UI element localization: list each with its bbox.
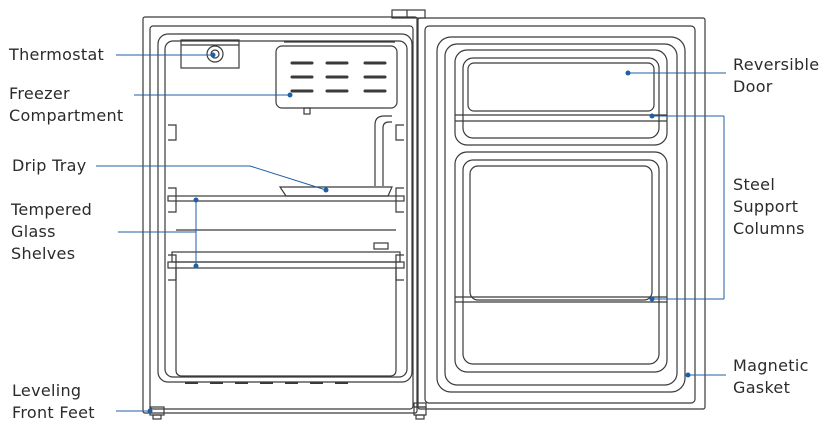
label-freezer-line-1: Freezer (9, 84, 70, 103)
label-gasket-line-1: Magnetic (733, 356, 809, 375)
drip-tray-shape (278, 186, 393, 197)
thermostat-knob (206, 45, 224, 63)
label-columns-line-1: Steel (733, 175, 776, 194)
label-drip-tray-line: Drip Tray (12, 156, 87, 175)
label-gasket-line-2: Gasket (733, 378, 791, 397)
cabinet-liner-inner (164, 40, 408, 378)
door-panel (436, 36, 686, 393)
cabinet-outer (142, 16, 418, 414)
cabinet-rim (149, 25, 414, 410)
label-leveling-front-feet: Leveling Front Feet (12, 380, 95, 424)
door-outer (417, 17, 706, 410)
label-freezer-line-2: Compartment (9, 106, 124, 125)
label-magnetic-gasket: Magnetic Gasket (733, 355, 809, 399)
door-dot (625, 70, 631, 76)
label-reversible-door: Reversible Door (733, 54, 819, 98)
gasket-dot (685, 372, 691, 378)
label-feet-line-1: Leveling (12, 381, 82, 400)
thermostat-housing (180, 39, 240, 69)
label-drip-tray: Drip Tray (12, 155, 87, 177)
label-thermostat-line: Thermostat (9, 45, 105, 64)
shelf-dot-upper (193, 197, 199, 203)
top-hinge (391, 9, 426, 19)
freezer-box (275, 45, 398, 109)
label-columns-line-3: Columns (733, 219, 805, 238)
drip-tray-dot (323, 187, 329, 193)
shelf-dot-lower (193, 263, 199, 269)
label-shelves-line-2: Glass (11, 222, 56, 241)
label-thermostat: Thermostat (9, 44, 104, 66)
column-dot-lower (649, 296, 655, 302)
label-door-line-1: Reversible (733, 55, 820, 74)
feet-dot (147, 408, 153, 414)
label-tempered-glass-shelves: Tempered Glass Shelves (11, 199, 92, 265)
front-foot-right (413, 406, 427, 416)
label-steel-support-columns: Steel Support Columns (733, 174, 805, 240)
label-columns-line-2: Support (733, 197, 799, 216)
thermostat-dot (210, 52, 216, 58)
door-bin-lower (454, 151, 668, 373)
label-door-line-2: Door (733, 77, 773, 96)
door-rim (424, 25, 696, 404)
freezer-dot (287, 92, 293, 98)
glass-shelf-lower (167, 261, 405, 269)
label-shelves-line-1: Tempered (11, 200, 93, 219)
label-shelves-line-3: Shelves (11, 244, 76, 263)
door-bin-upper (454, 49, 668, 146)
label-feet-line-2: Front Feet (12, 403, 95, 422)
glass-shelf-upper (167, 195, 405, 202)
label-freezer-compartment: Freezer Compartment (9, 83, 124, 127)
column-dot-upper (649, 113, 655, 119)
